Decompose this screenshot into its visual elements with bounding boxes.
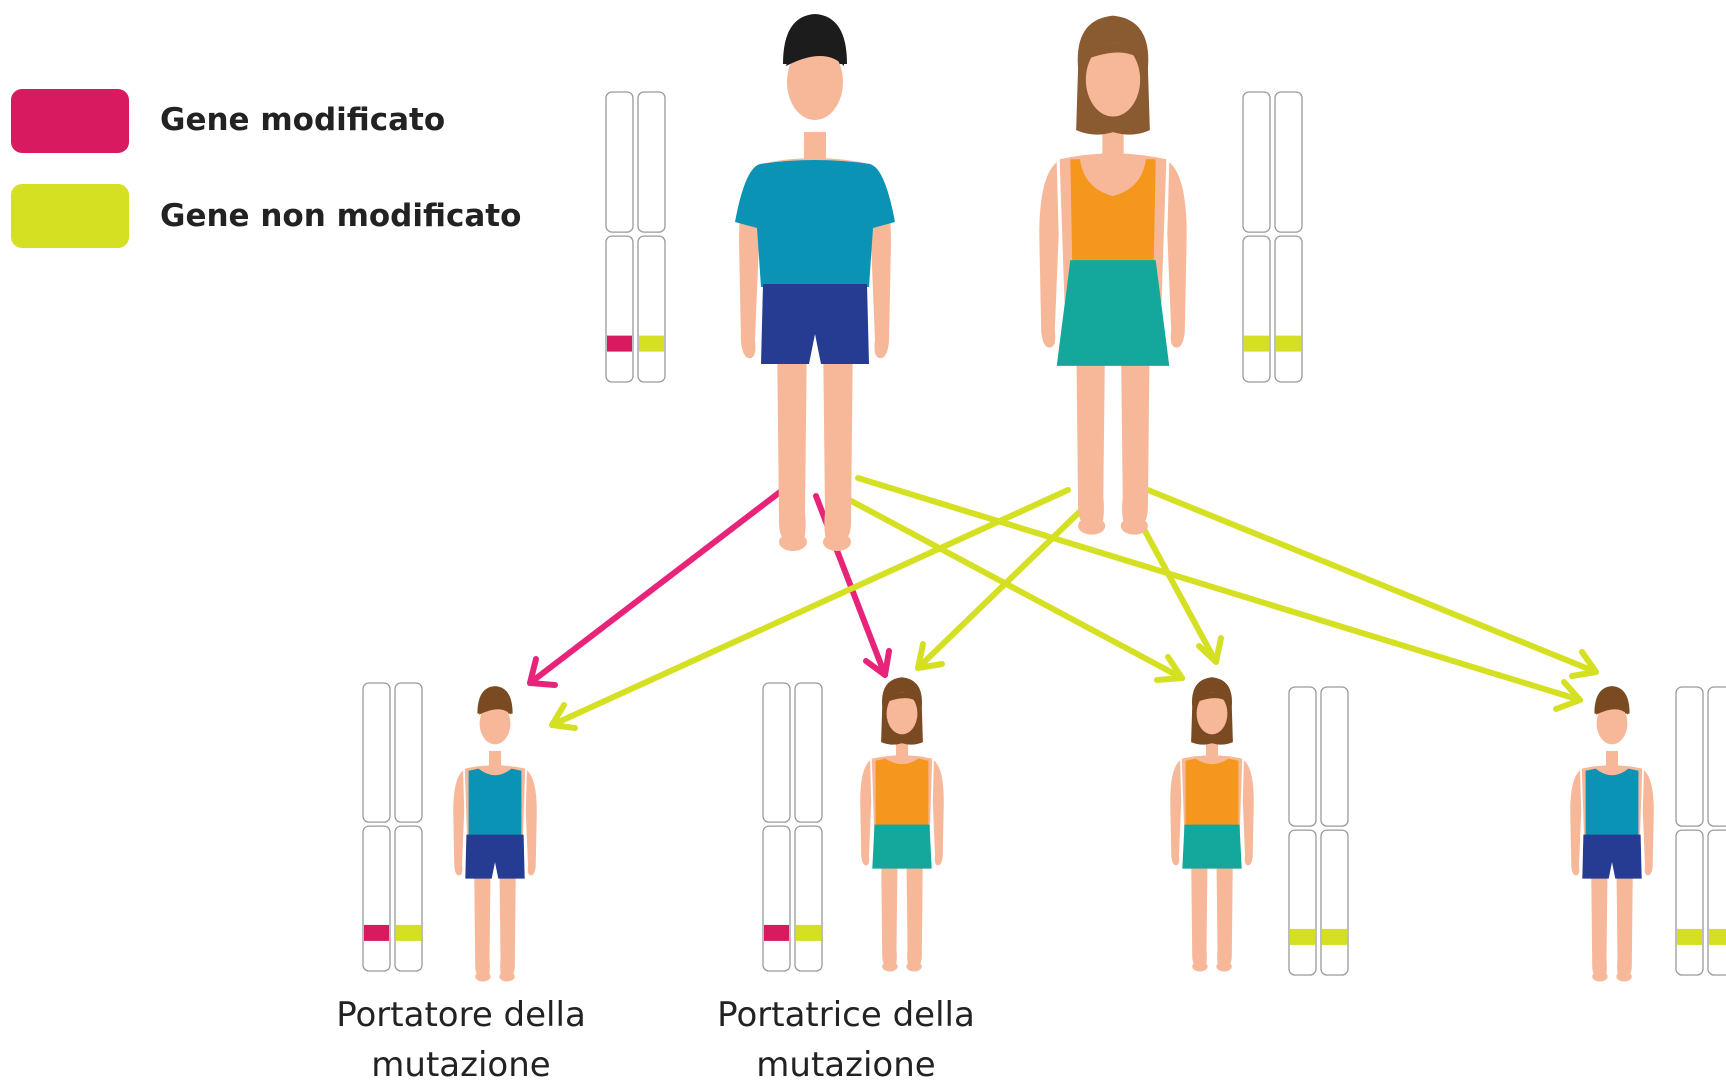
caption-child2-line1: Portatrice della bbox=[681, 990, 1011, 1040]
top bbox=[1186, 759, 1239, 827]
skirt bbox=[1057, 260, 1170, 366]
gene-band-unmodified bbox=[1244, 336, 1269, 352]
chromosome-arm bbox=[1289, 830, 1316, 975]
shorts bbox=[761, 284, 869, 364]
gene-band-unmodified bbox=[1709, 929, 1726, 945]
chromosome-arm bbox=[795, 683, 822, 822]
chromosome-pair-child4 bbox=[1676, 687, 1726, 975]
chromosome-arm bbox=[1708, 687, 1726, 826]
shorts bbox=[465, 835, 524, 879]
skirt bbox=[872, 825, 931, 869]
child-figure-1 bbox=[453, 686, 537, 981]
chromosome-pair-child2 bbox=[763, 683, 822, 971]
arrow-father-child4 bbox=[858, 478, 1580, 709]
skirt bbox=[1182, 825, 1241, 869]
chromosome-arm bbox=[395, 683, 422, 822]
caption-child1-line1: Portatore della bbox=[296, 990, 626, 1040]
child-figure-3 bbox=[1170, 677, 1254, 971]
shirt bbox=[469, 769, 522, 837]
chromosome-arm bbox=[763, 683, 790, 822]
chromosome-arm bbox=[763, 826, 790, 971]
chromosome-arm bbox=[795, 826, 822, 971]
chromosome-arm bbox=[1676, 830, 1703, 975]
gene-band-unmodified bbox=[1290, 929, 1315, 945]
chromosome-arm bbox=[1275, 236, 1302, 382]
arrow-father-child1 bbox=[530, 492, 780, 685]
gene-band-unmodified bbox=[796, 925, 821, 941]
caption-child2: Portatrice della mutazione bbox=[681, 990, 1011, 1090]
chromosome-arm bbox=[1708, 830, 1726, 975]
gene-band-unmodified bbox=[639, 336, 664, 352]
child-figure-2 bbox=[860, 677, 944, 971]
gene-band-unmodified bbox=[1677, 929, 1702, 945]
caption-child2-line2: mutazione bbox=[681, 1040, 1011, 1090]
shirt bbox=[1586, 769, 1639, 837]
chromosome-arm bbox=[1243, 236, 1270, 382]
caption-child1: Portatore della mutazione bbox=[296, 990, 626, 1090]
gene-band-modified bbox=[764, 925, 789, 941]
top bbox=[876, 759, 929, 827]
chromosome-arm bbox=[638, 236, 665, 382]
chromosome-pair-father bbox=[606, 92, 665, 382]
inheritance-arrows bbox=[530, 478, 1596, 728]
chromosome-pair-child1 bbox=[363, 683, 422, 971]
shorts bbox=[1582, 835, 1641, 879]
father-figure bbox=[735, 14, 895, 551]
mother-figure bbox=[1039, 16, 1186, 535]
chromosome-arm bbox=[1289, 687, 1316, 826]
caption-child1-line2: mutazione bbox=[296, 1040, 626, 1090]
gene-band-modified bbox=[364, 925, 389, 941]
gene-band-unmodified bbox=[396, 925, 421, 941]
chromosome-arm bbox=[395, 826, 422, 971]
chromosome-arm bbox=[606, 92, 633, 232]
chromosome-arm bbox=[638, 92, 665, 232]
chromosome-pair-child3 bbox=[1289, 687, 1348, 975]
chromosome-arm bbox=[1243, 92, 1270, 232]
chromosome-pair-mother bbox=[1243, 92, 1302, 382]
chromosome-arm bbox=[1321, 687, 1348, 826]
child-figure-4 bbox=[1570, 686, 1654, 981]
chromosome-arm bbox=[606, 236, 633, 382]
gene-band-modified bbox=[607, 336, 632, 352]
arrow-mother-child4 bbox=[1148, 490, 1596, 676]
shirt bbox=[735, 160, 895, 287]
gene-band-unmodified bbox=[1322, 929, 1347, 945]
chromosome-arm bbox=[363, 826, 390, 971]
chromosome-arm bbox=[1676, 687, 1703, 826]
chromosome-arm bbox=[1321, 830, 1348, 975]
chromosome-arm bbox=[363, 683, 390, 822]
gene-band-unmodified bbox=[1276, 336, 1301, 352]
chromosome-arm bbox=[1275, 92, 1302, 232]
